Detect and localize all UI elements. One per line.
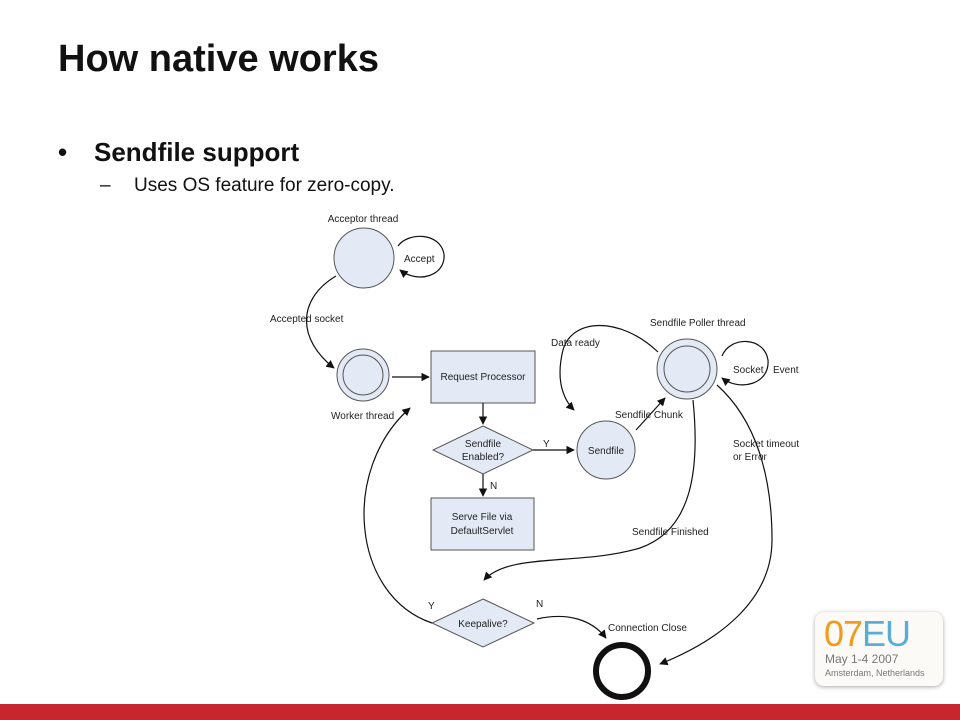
sendfile-poller-inner-ring [663,345,711,393]
sendfile-enabled-label-line2: Enabled? [462,452,505,463]
socket-timeout-arrow [659,384,773,666]
sendfile-enabled-decision [431,425,535,475]
sendfile-label: Sendfile [588,446,625,457]
sendfile-chunk-label: Sendfile Chunk [615,410,684,421]
accept-label: Accept [404,254,435,265]
event-label: Event [773,365,799,376]
socket-event-loop-arrow [721,340,769,386]
request-processor-node [430,350,536,404]
bullet-item: • Sendfile support [58,137,299,168]
sendfile-chunk-arrow [635,397,666,431]
yes-to-worker-arrow [363,407,433,624]
connection-close-label: Connection Close [608,623,687,634]
serve-file-label-line1: Serve File via [452,512,513,523]
bullet-text: Sendfile support [94,137,300,167]
no-label-2: N [536,599,543,610]
worker-thread-label: Worker thread [331,411,394,422]
acceptor-thread-label: Acceptor thread [328,214,399,225]
keepalive-decision [430,598,536,648]
sendfile-node [576,420,636,480]
yes-label-2: Y [428,601,435,612]
sendfile-poller-label: Sendfile Poller thread [650,318,746,329]
sendfile-finished-arrow [483,399,696,581]
sendfile-finished-label: Sendfile Finished [632,527,709,538]
sendfile-enabled-label-line1: Sendfile [465,439,502,450]
bullet-marker: • [58,137,68,167]
socket-label: Socket [733,365,764,376]
accepted-socket-arrow [305,275,337,369]
sub-bullet-marker: – [100,175,111,196]
slide-title: How native works [58,38,379,80]
worker-thread-inner-ring [342,354,384,396]
socket-timeout-label-line1: Socket timeout [733,439,799,450]
request-processor-label: Request Processor [440,372,526,383]
logo-place: Amsterdam, Netherlands [825,668,925,678]
footer-bar [0,704,960,720]
serve-file-node [430,497,535,551]
data-ready-arrow [559,324,659,411]
logo-mark: 07EU [824,613,911,654]
logo-dates: May 1-4 2007 [825,652,899,666]
connection-close-node [593,642,651,700]
logo-year: 07 [824,613,863,654]
acceptor-thread-node [333,227,395,289]
logo-region: EU [862,613,911,654]
socket-timeout-label-line2: or Error [733,452,768,463]
accept-loop-arrow [397,235,445,278]
keepalive-label: Keepalive? [458,619,508,630]
conference-logo: 07EU May 1-4 2007 Amsterdam, Netherlands [815,612,943,686]
no-to-close-arrow [536,615,607,639]
no-label-1: N [490,481,497,492]
accepted-socket-label: Accepted socket [270,314,344,325]
sub-bullet-item: – Uses OS feature for zero-copy. [100,175,394,197]
yes-label-1: Y [543,439,550,450]
serve-file-label-line2: DefaultServlet [451,526,514,537]
sub-bullet-text: Uses OS feature for zero-copy. [134,175,395,196]
data-ready-label: Data ready [551,338,600,349]
